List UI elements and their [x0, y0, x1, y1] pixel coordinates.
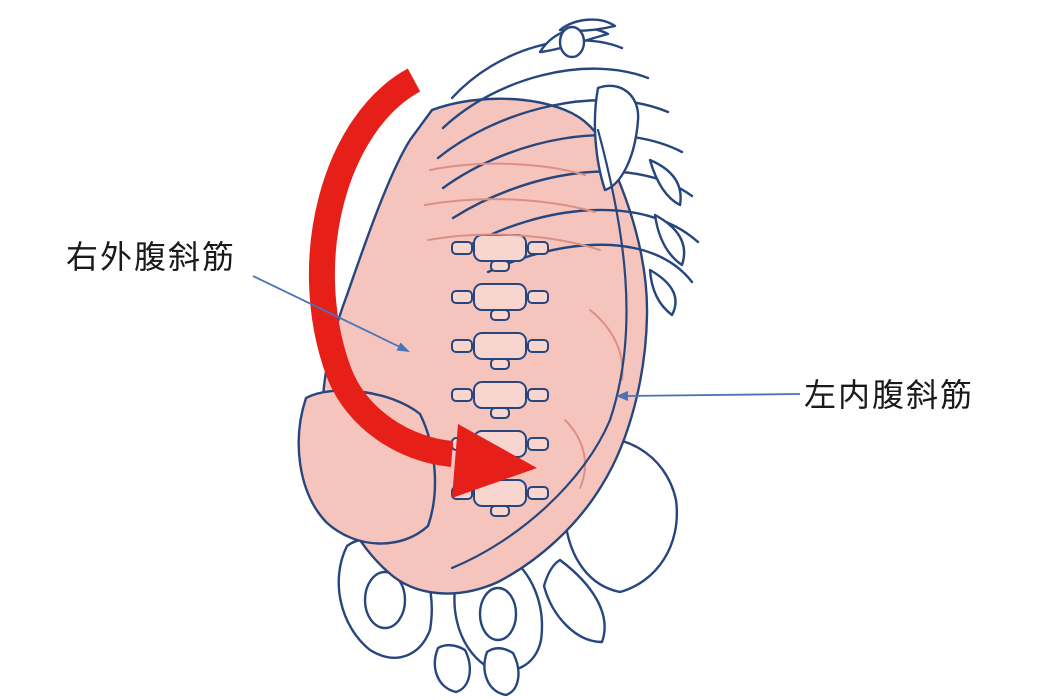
vertebra [451, 381, 549, 419]
oblique-muscle-border [450, 128, 628, 570]
femur-head-left [433, 644, 471, 694]
rib-1 [450, 39, 624, 100]
rib-3 [436, 98, 670, 160]
rotation-arrow-shaft [308, 68, 454, 467]
femur-head-right [483, 647, 520, 697]
leader-arrow-right [616, 391, 801, 401]
leader-arrow-left [252, 275, 410, 352]
vertebra-t1 [558, 25, 586, 59]
floating-rib-2 [653, 213, 686, 267]
label-left-internal-oblique: 左内腹斜筋 [804, 376, 975, 414]
floating-rib-3 [648, 268, 677, 317]
obturator-foramen-right [478, 586, 518, 642]
vertebra [451, 283, 549, 321]
label-right-external-oblique: 右外腹斜筋 [66, 238, 237, 276]
rib-4 [441, 133, 684, 190]
rib-2 [441, 67, 650, 130]
floating-rib-1 [648, 158, 682, 207]
vertebra [451, 479, 549, 517]
vertebra [451, 234, 549, 272]
obturator-foramen-left [363, 570, 407, 630]
rotation-arrow [308, 68, 537, 498]
scapula-edge [593, 84, 640, 192]
pelvis-right-lower [542, 558, 606, 644]
rotation-arrow-head [452, 424, 537, 498]
vertebra [451, 332, 549, 370]
